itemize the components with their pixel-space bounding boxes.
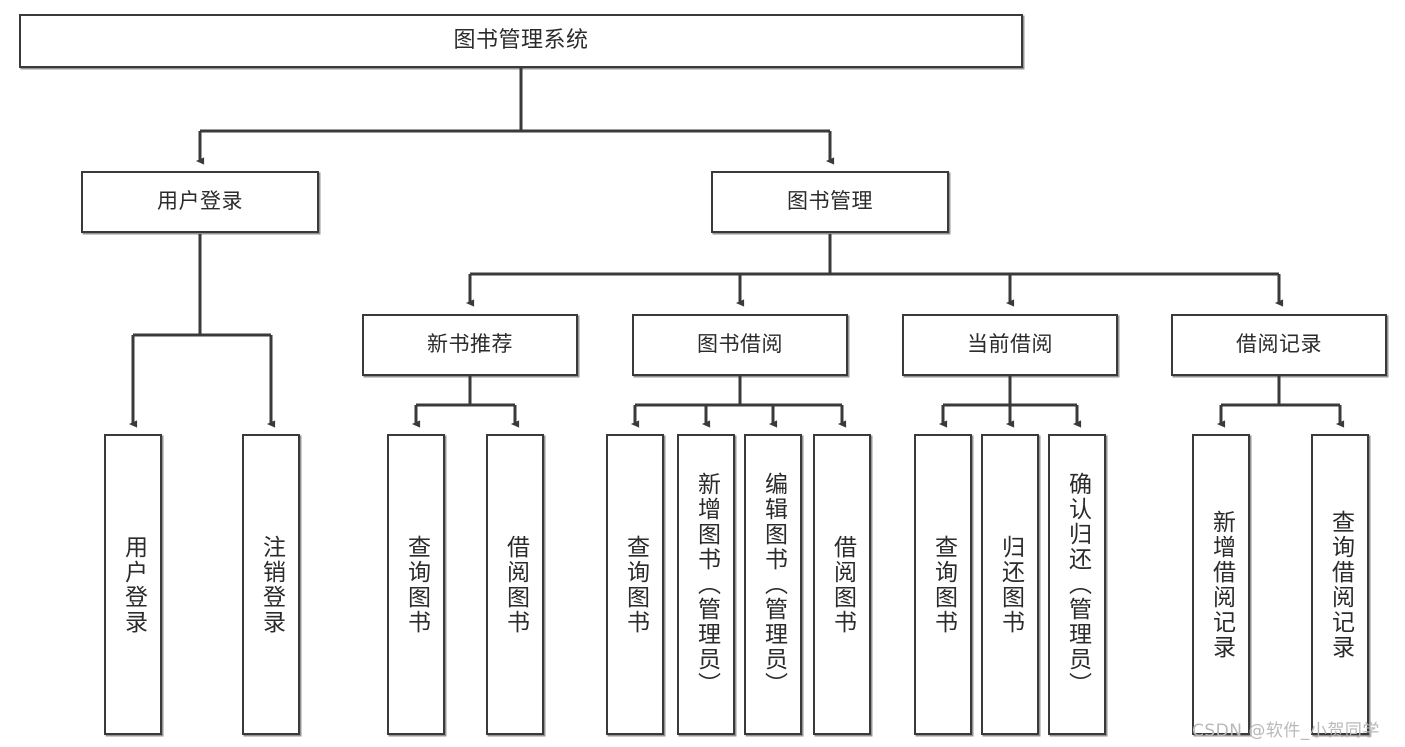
node-label: 借阅图书: [829, 534, 856, 635]
node-label: 借阅图书: [502, 534, 529, 635]
leaf-query-book-borrow[interactable]: 查询图书: [606, 434, 664, 735]
leaf-borrow-book[interactable]: 借阅图书: [813, 434, 871, 735]
leaf-query-book-new[interactable]: 查询图书: [387, 434, 445, 735]
leaf-add-book-admin[interactable]: 新增图书（管理员）: [677, 434, 735, 735]
node-label: 当前借阅: [967, 332, 1053, 357]
node-current-borrow[interactable]: 当前借阅: [902, 314, 1118, 376]
node-label: 确认归还（管理员）: [1064, 472, 1091, 697]
node-label: 查询借阅记录: [1327, 509, 1354, 660]
node-label: 新增借阅记录: [1208, 509, 1235, 660]
node-label: 编辑图书（管理员）: [760, 472, 787, 697]
node-label: 查询图书: [403, 534, 430, 635]
leaf-user-login[interactable]: 用户登录: [104, 434, 162, 735]
node-label: 查询图书: [622, 534, 649, 635]
node-label: 新书推荐: [427, 332, 513, 357]
node-label: 新增图书（管理员）: [693, 472, 720, 697]
node-label: 图书借阅: [697, 332, 783, 357]
node-label: 图书管理系统: [453, 27, 589, 53]
node-label: 用户登录: [120, 534, 147, 635]
node-label: 归还图书: [997, 534, 1024, 635]
node-new-book-recommend[interactable]: 新书推荐: [362, 314, 578, 376]
leaf-add-borrow-record[interactable]: 新增借阅记录: [1192, 434, 1250, 735]
leaf-edit-book-admin[interactable]: 编辑图书（管理员）: [744, 434, 802, 735]
leaf-query-borrow-record[interactable]: 查询借阅记录: [1311, 434, 1369, 735]
node-label: 注销登录: [258, 534, 285, 635]
leaf-user-logout[interactable]: 注销登录: [242, 434, 300, 735]
node-label: 用户登录: [157, 189, 243, 214]
node-label: 查询图书: [930, 534, 957, 635]
node-book-management[interactable]: 图书管理: [711, 171, 949, 233]
leaf-query-book-current[interactable]: 查询图书: [914, 434, 972, 735]
node-root-system[interactable]: 图书管理系统: [19, 14, 1023, 68]
node-label: 借阅记录: [1236, 332, 1322, 357]
node-borrow-record[interactable]: 借阅记录: [1171, 314, 1387, 376]
csdn-watermark: CSDN @软件_小贺同学: [1192, 721, 1380, 741]
node-book-borrow[interactable]: 图书借阅: [632, 314, 848, 376]
node-label: 图书管理: [787, 189, 873, 214]
leaf-borrow-book-new[interactable]: 借阅图书: [486, 434, 544, 735]
leaf-confirm-return-admin[interactable]: 确认归还（管理员）: [1048, 434, 1106, 735]
node-user-login[interactable]: 用户登录: [81, 171, 319, 233]
leaf-return-book[interactable]: 归还图书: [981, 434, 1039, 735]
